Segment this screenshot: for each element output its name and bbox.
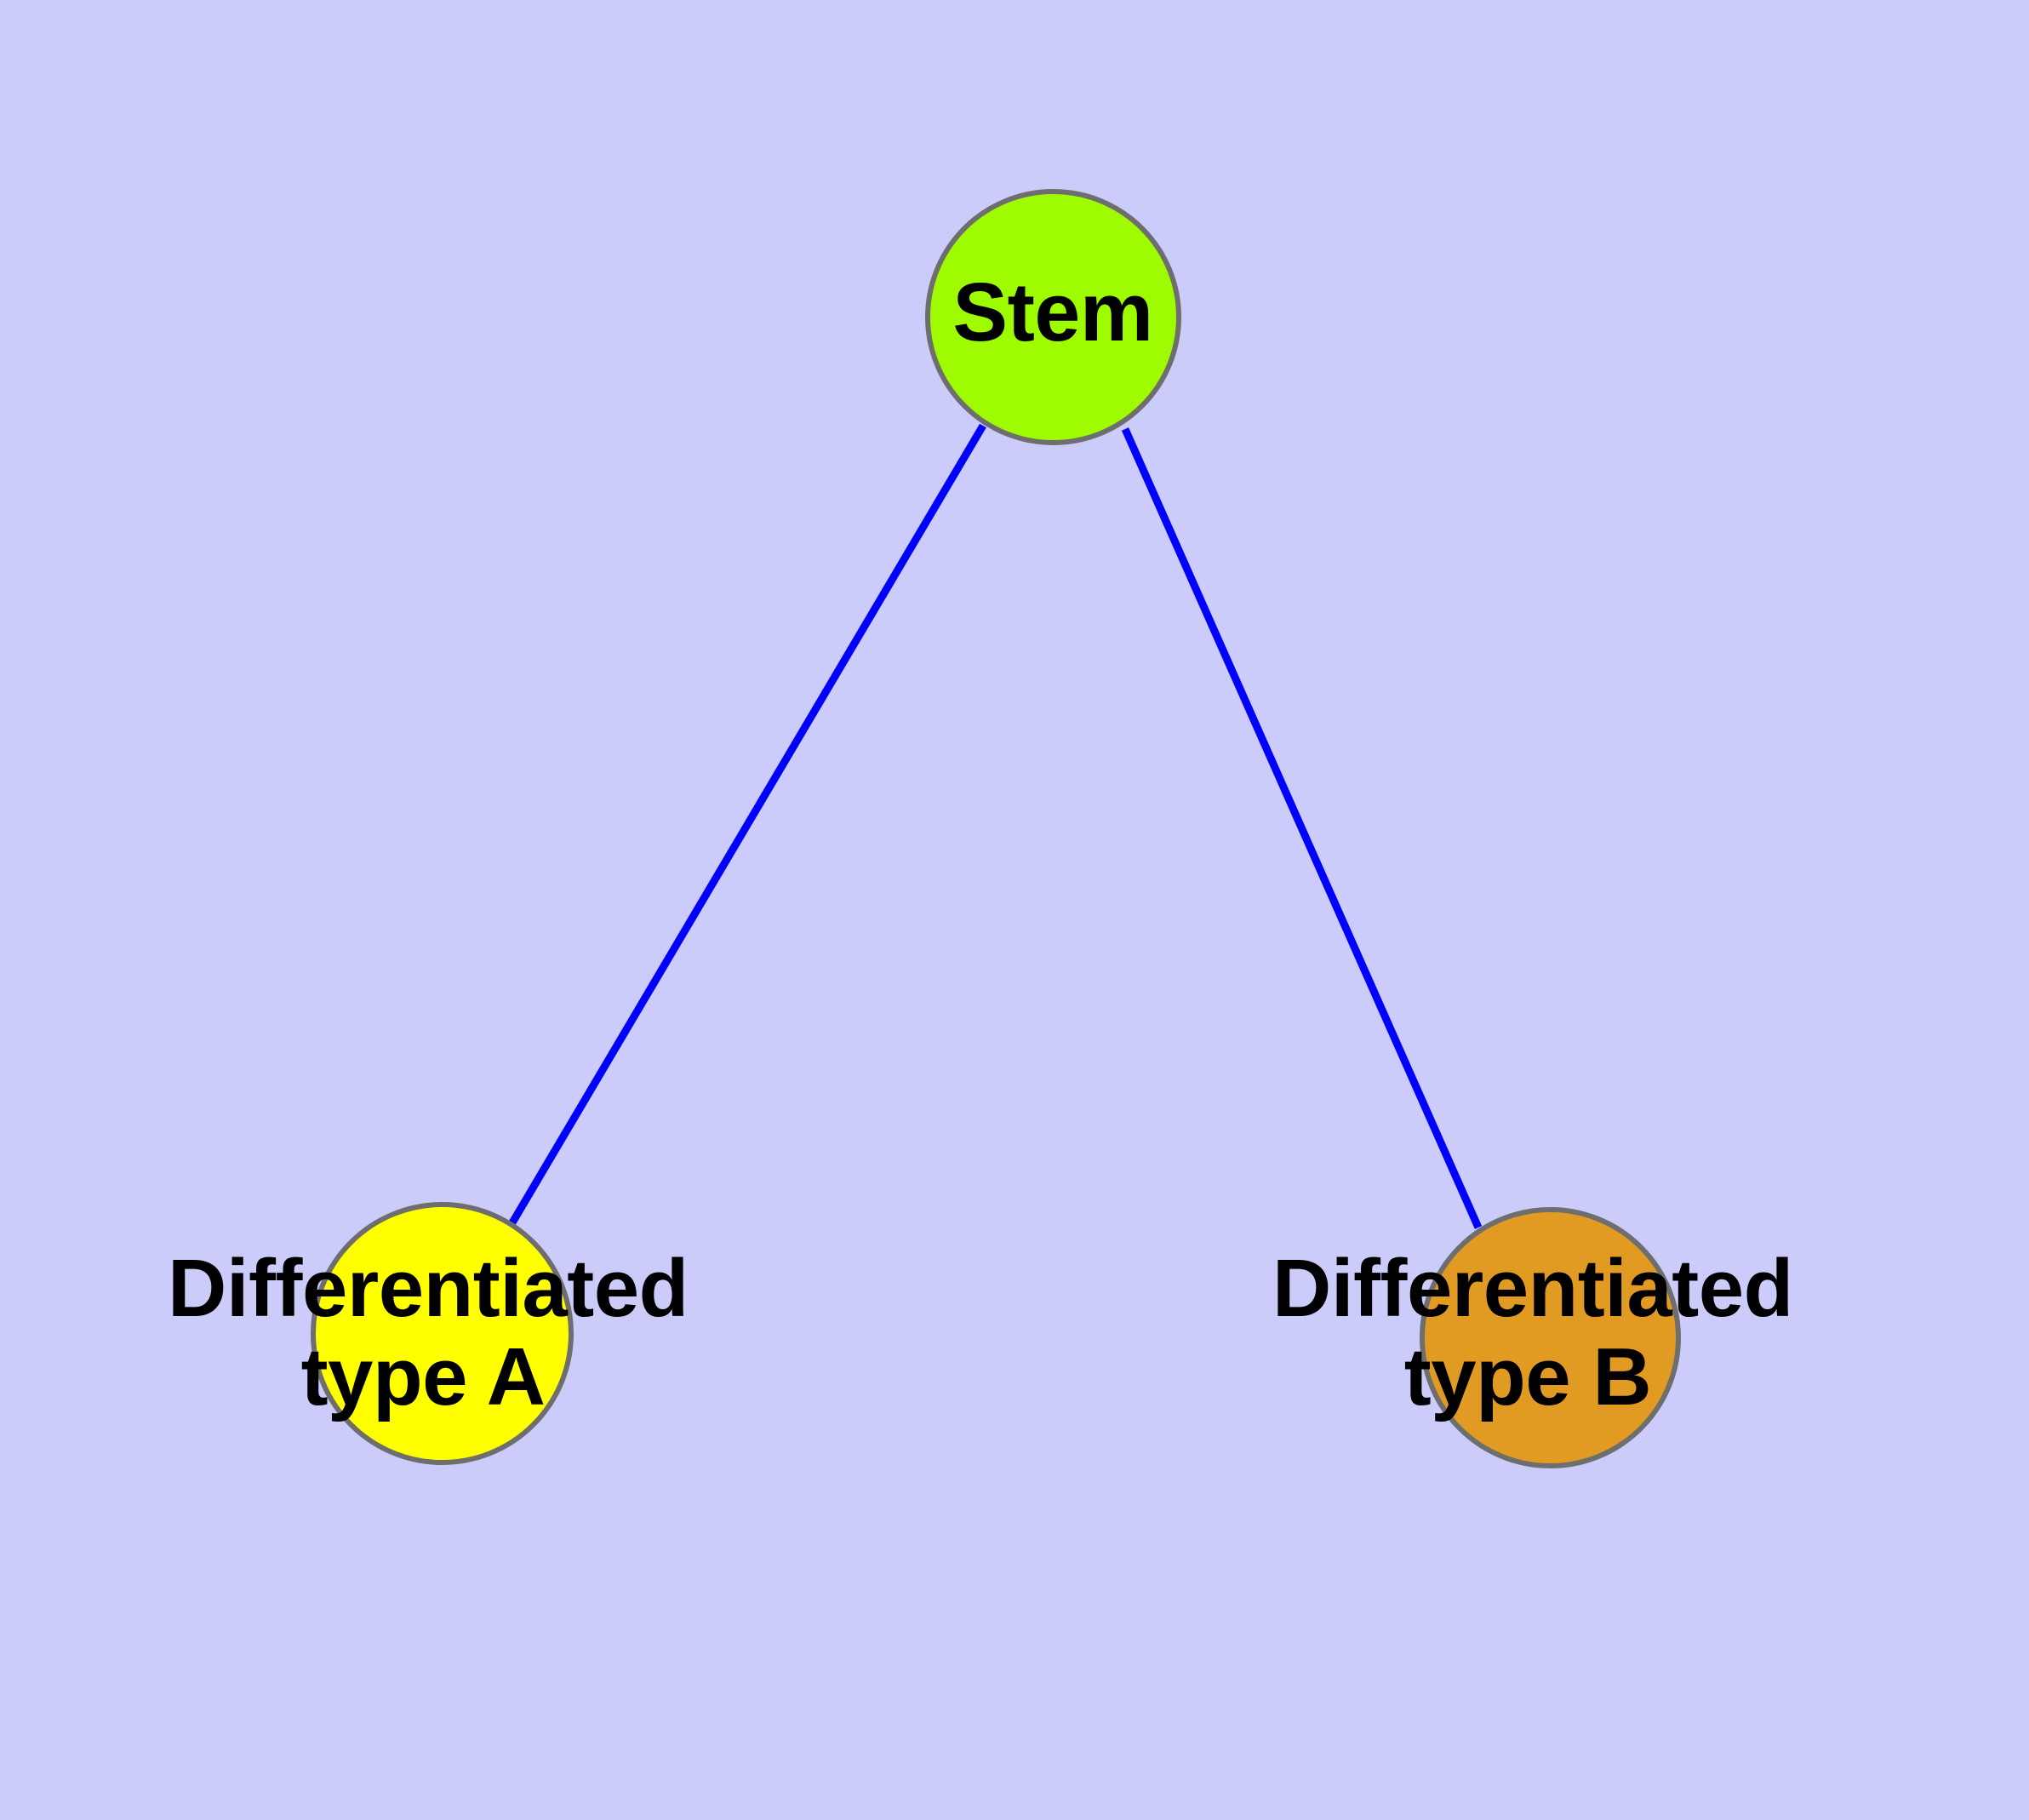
edge-stem-to-type-a — [508, 423, 986, 1227]
node-differentiated-type-a[interactable] — [311, 1202, 574, 1465]
node-differentiated-type-b[interactable] — [1420, 1207, 1681, 1468]
edge-stem-to-type-b — [1121, 427, 1483, 1229]
node-stem[interactable] — [925, 189, 1181, 445]
